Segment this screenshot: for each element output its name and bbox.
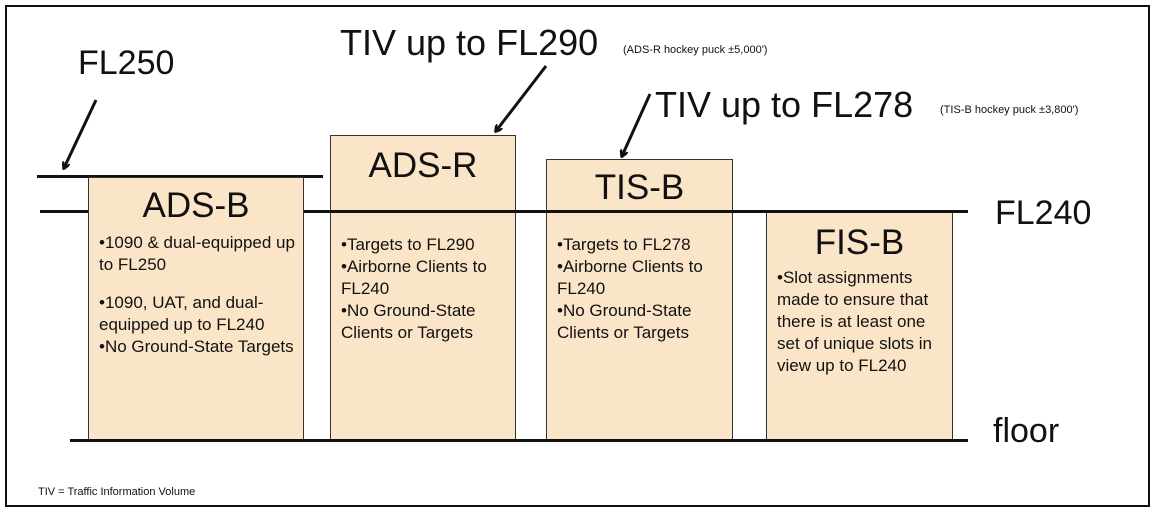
arrow-fl250 <box>64 99 98 168</box>
bullet: •Airborne Clients to FL240 <box>557 257 703 298</box>
floor-label: floor <box>993 412 1060 450</box>
box-bullets: •1090 & dual-equipped up to FL250 •1090,… <box>99 232 297 358</box>
bullet: •Targets to FL290 <box>341 235 475 254</box>
box-bullets: •Targets to FL290 •Airborne Clients to F… <box>341 234 509 344</box>
diagram-frame <box>5 5 1150 507</box>
box-title: ADS-B <box>142 186 250 225</box>
tiv-adsr-label: TIV up to FL290 <box>340 22 599 63</box>
bullet: •No Ground-State Targets <box>99 337 294 356</box>
fl250-line <box>37 175 323 178</box>
bullet: •No Ground-State Clients or Targets <box>557 301 692 342</box>
fl240-line <box>304 210 968 213</box>
bullet: •Slot assignments made to ensure that th… <box>777 268 932 375</box>
fl250-label: FL250 <box>78 44 175 82</box>
bullet: •No Ground-State Clients or Targets <box>341 301 476 342</box>
bullet: •Targets to FL278 <box>557 235 691 254</box>
bullet: •1090 & dual-equipped up to FL250 <box>99 233 295 274</box>
box-title: TIS-B <box>594 168 685 207</box>
fl240-line <box>40 210 88 213</box>
bullet: •Airborne Clients to FL240 <box>341 257 487 298</box>
fl240-label: FL240 <box>995 194 1092 232</box>
adsb-box: ADS-B •1090 & dual-equipped up to FL250 … <box>88 177 304 441</box>
box-title: FIS-B <box>814 223 905 262</box>
adsr-box: ADS-R •Targets to FL290 •Airborne Client… <box>330 135 516 441</box>
bullet: •1090, UAT, and dual-equipped up to FL24… <box>99 293 265 334</box>
fisb-box: FIS-B •Slot assignments made to ensure t… <box>766 212 953 441</box>
box-bullets: •Targets to FL278 •Airborne Clients to F… <box>557 234 726 344</box>
tisb-box: TIS-B •Targets to FL278 •Airborne Client… <box>546 159 733 441</box>
box-bullets: •Slot assignments made to ensure that th… <box>777 267 946 377</box>
footnote: TIV = Traffic Information Volume <box>38 486 196 498</box>
tiv-tisb-note: (TIS-B hockey puck ±3,800') <box>940 104 1079 116</box>
box-title: ADS-R <box>368 146 478 185</box>
arrow-tiv-tisb <box>622 93 652 156</box>
floor-line <box>70 439 968 442</box>
arrow-tiv-adsr <box>496 65 548 131</box>
tiv-adsr-note: (ADS-R hockey puck ±5,000') <box>623 44 768 56</box>
tiv-tisb-label: TIV up to FL278 <box>655 84 914 125</box>
